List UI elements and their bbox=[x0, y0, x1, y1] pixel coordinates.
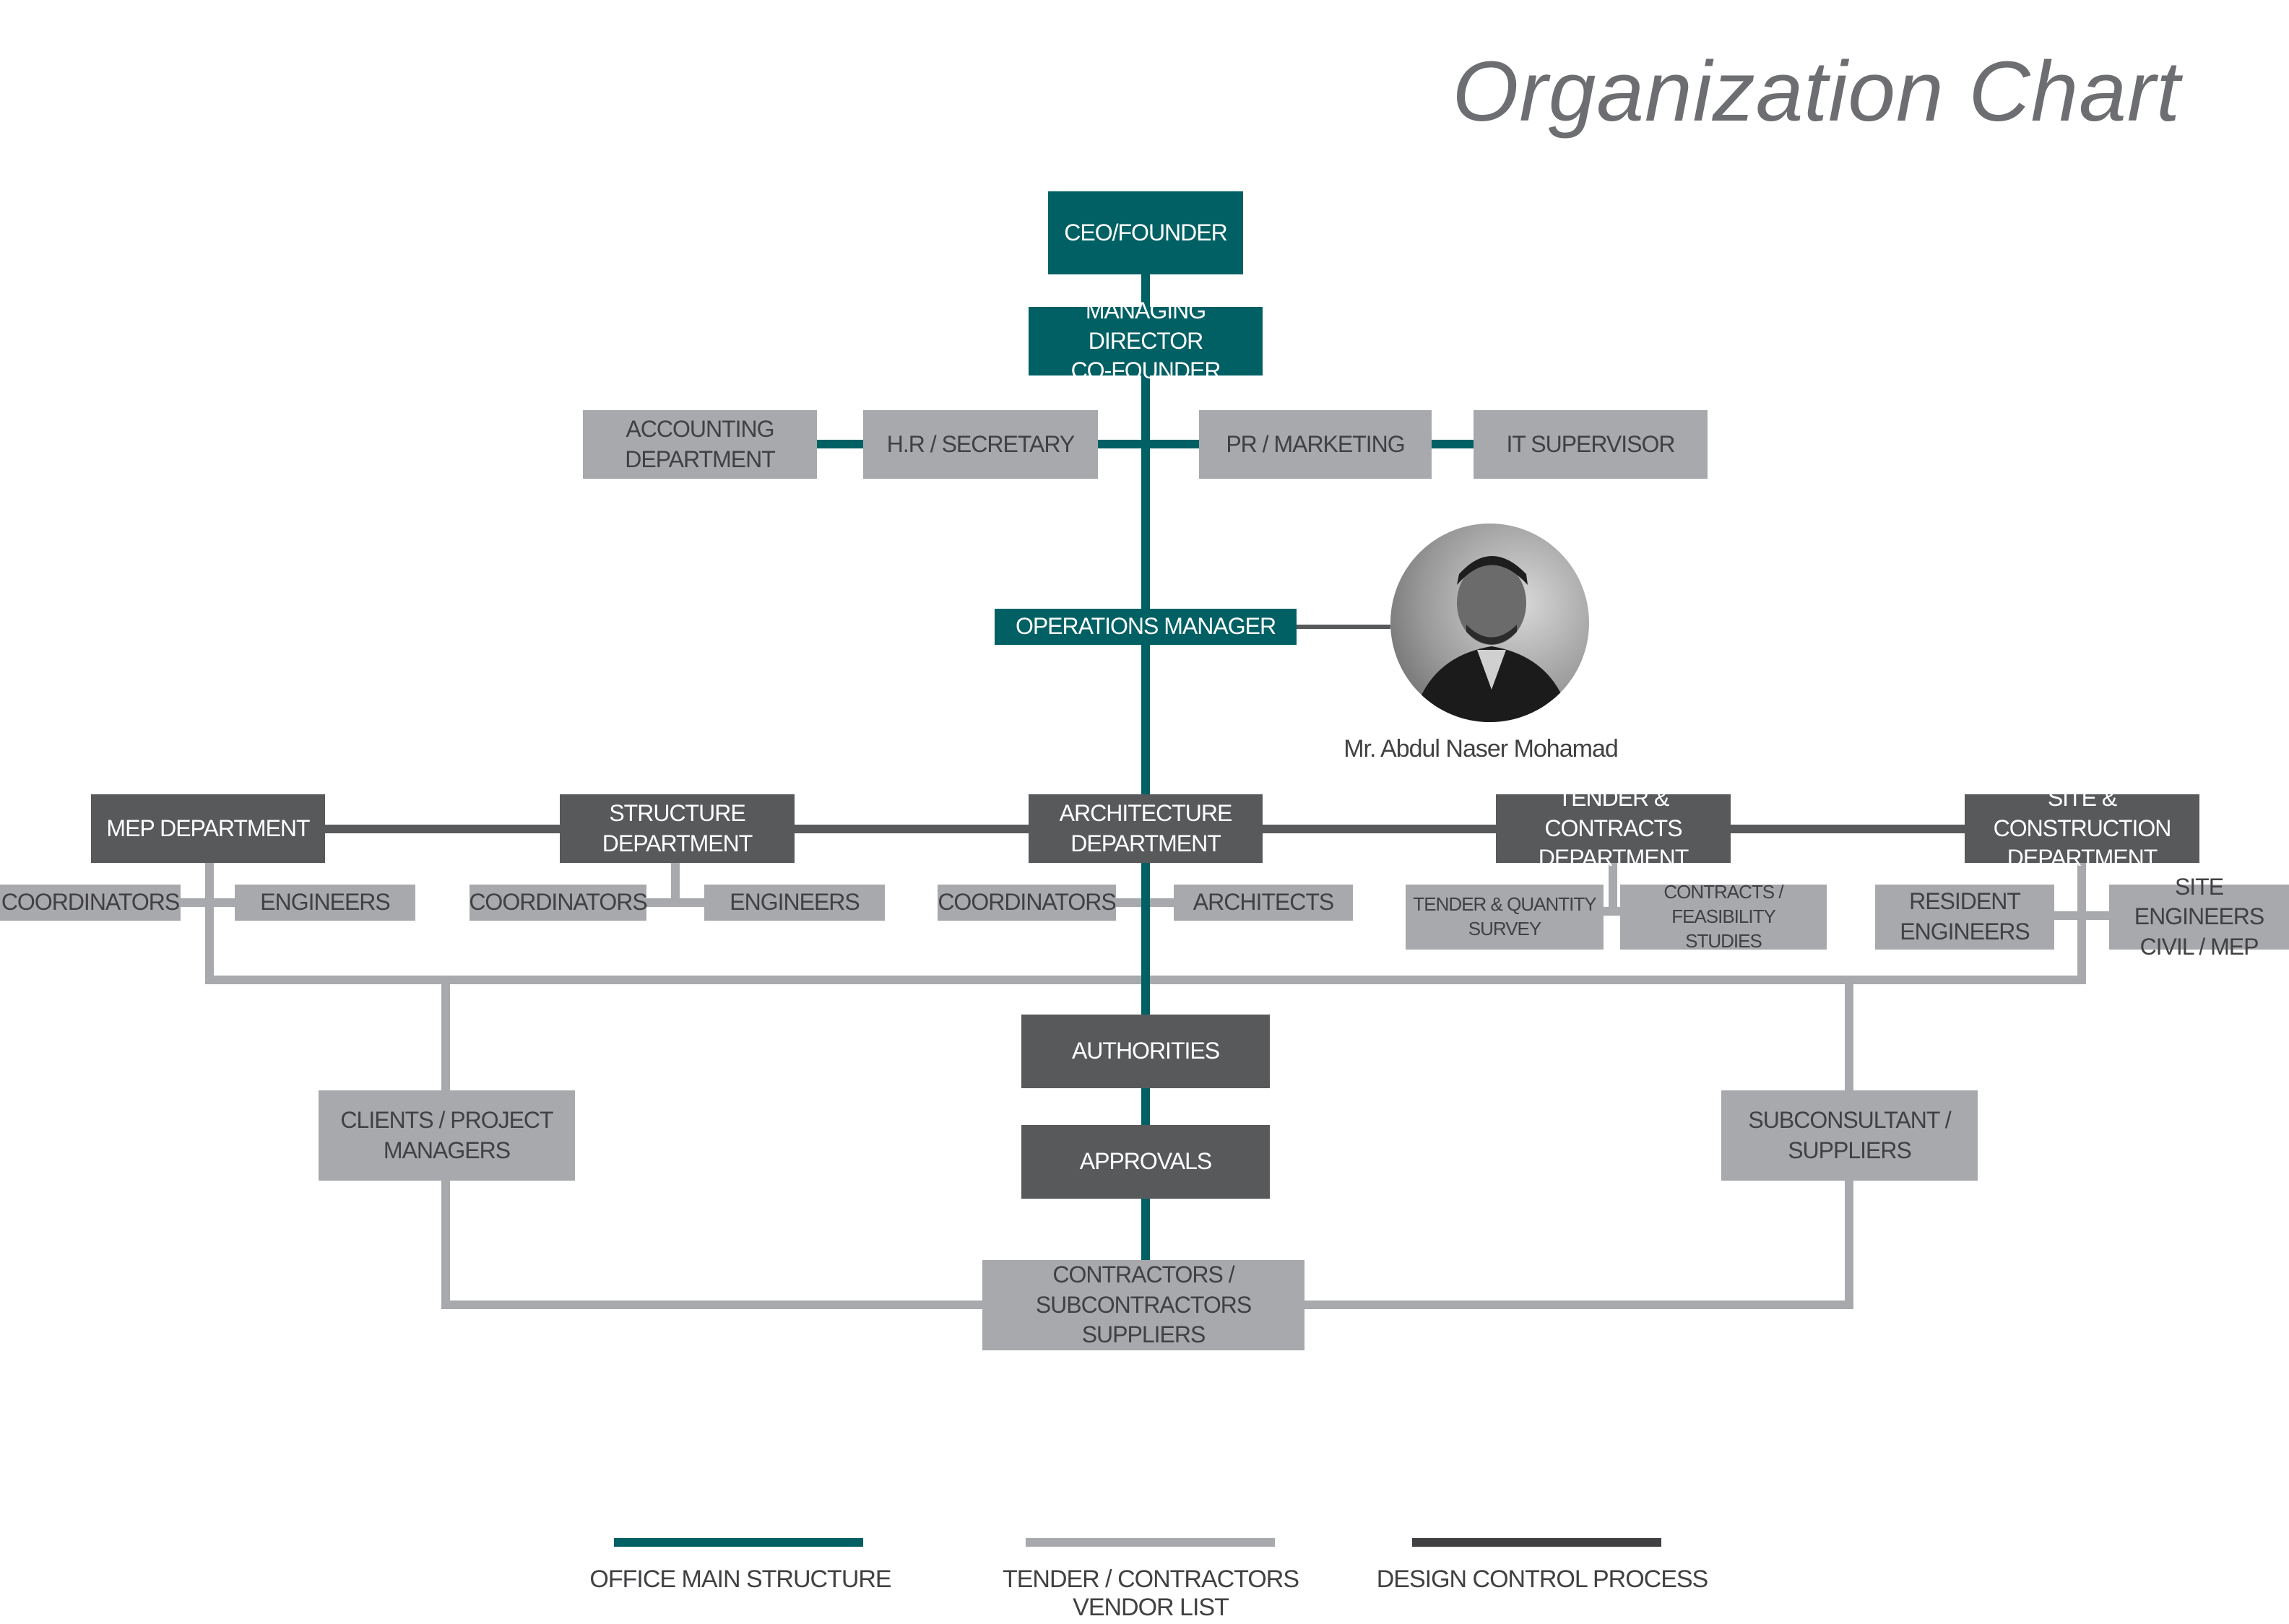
person-name: Mr. Abdul Naser Mohamad bbox=[1343, 735, 1619, 763]
tender-quantity-survey-box: TENDER & QUANTITY SURVEY bbox=[1406, 885, 1604, 950]
legend-swatch-design bbox=[1412, 1538, 1661, 1547]
structure-engineers-box: ENGINEERS bbox=[704, 885, 885, 921]
accounting-department-box: ACCOUNTING DEPARTMENT bbox=[583, 410, 817, 479]
legend-label-design: DESIGN CONTROL PROCESS bbox=[1376, 1566, 1708, 1593]
page-title: Organization Chart bbox=[1452, 44, 2181, 140]
mep-engineers-box: ENGINEERS bbox=[235, 885, 415, 921]
authorities-box: AUTHORITIES bbox=[1021, 1015, 1270, 1088]
legend-label-main: OFFICE MAIN STRUCTURE bbox=[589, 1566, 891, 1593]
structure-department-box: STRUCTURE DEPARTMENT bbox=[560, 794, 795, 863]
person-photo bbox=[1390, 524, 1589, 722]
ceo-founder-box: CEO/FOUNDER bbox=[1048, 191, 1243, 274]
mep-department-box: MEP DEPARTMENT bbox=[91, 794, 325, 863]
tender-contracts-department-box: TENDER & CONTRACTS DEPARTMENT bbox=[1496, 785, 1731, 871]
clients-project-managers-box: CLIENTS / PROJECT MANAGERS bbox=[319, 1090, 575, 1181]
approvals-box: APPROVALS bbox=[1021, 1125, 1270, 1199]
site-engineers-box: SITE ENGINEERS CIVIL / MEP bbox=[2109, 874, 2289, 960]
resident-engineers-box: RESIDENT ENGINEERS bbox=[1875, 885, 2054, 950]
legend-swatch-vendor bbox=[1026, 1538, 1275, 1547]
legend-swatch-main bbox=[614, 1538, 863, 1547]
pr-marketing-box: PR / MARKETING bbox=[1199, 410, 1432, 479]
site-construction-department-box: SITE & CONSTRUCTION DEPARTMENT bbox=[1965, 785, 2199, 871]
operations-manager-box: OPERATIONS MANAGER bbox=[995, 609, 1297, 645]
managing-director-box: MANAGING DIRECTOR CO-FOUNDER bbox=[1029, 298, 1263, 383]
legend-label-vendor: TENDER / CONTRACTORS VENDOR LIST bbox=[1002, 1566, 1299, 1621]
subconsultant-suppliers-box: SUBCONSULTANT / SUPPLIERS bbox=[1721, 1090, 1978, 1181]
contractors-subcontractors-box: CONTRACTORS / SUBCONTRACTORS SUPPLIERS bbox=[982, 1260, 1304, 1350]
architecture-coordinators-box: COORDINATORS bbox=[938, 885, 1117, 921]
contracts-feasibility-studies-box: CONTRACTS / FEASIBILITY STUDIES bbox=[1620, 881, 1827, 952]
architects-box: ARCHITECTS bbox=[1174, 885, 1353, 921]
hr-secretary-box: H.R / SECRETARY bbox=[863, 410, 1098, 479]
person-silhouette-icon bbox=[1412, 556, 1571, 722]
mep-coordinators-box: COORDINATORS bbox=[0, 885, 181, 921]
architecture-department-box: ARCHITECTURE DEPARTMENT bbox=[1029, 794, 1263, 863]
structure-coordinators-box: COORDINATORS bbox=[469, 885, 648, 921]
it-supervisor-box: IT SUPERVISOR bbox=[1474, 410, 1708, 479]
